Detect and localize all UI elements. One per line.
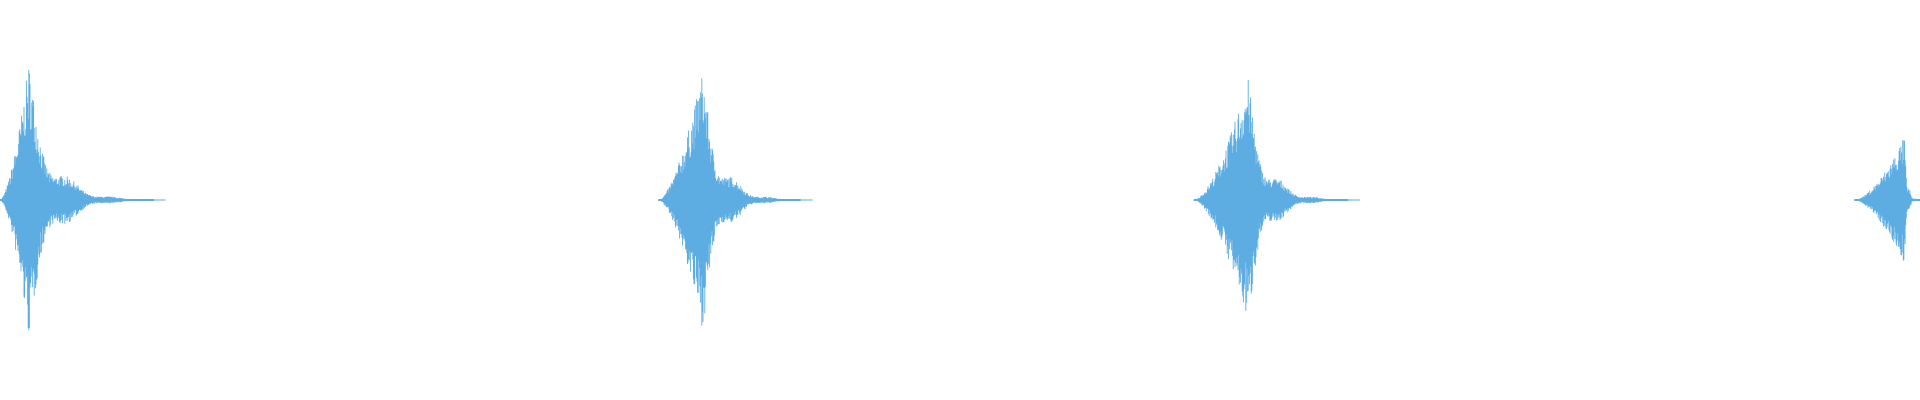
waveform-burst-shape — [658, 78, 801, 326]
waveform-burst-shape — [1193, 80, 1349, 311]
waveform-burst — [0, 69, 166, 331]
waveform-bursts — [0, 69, 1920, 331]
waveform-burst — [1854, 140, 1920, 261]
waveform-burst — [1193, 80, 1360, 311]
waveform-burst — [658, 78, 813, 326]
